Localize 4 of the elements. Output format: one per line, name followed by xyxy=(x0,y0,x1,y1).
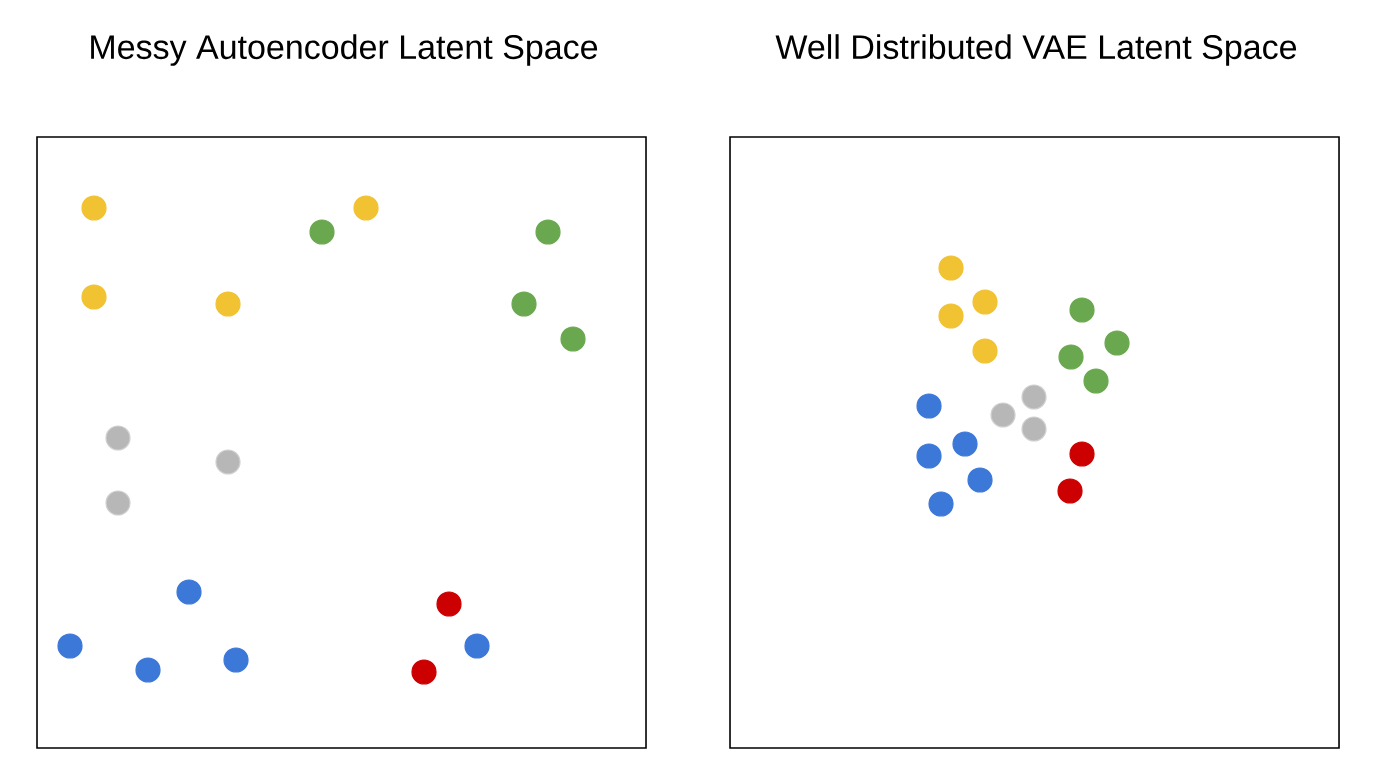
scatter-panel: Messy Autoencoder Latent Space xyxy=(36,34,647,749)
node-label: Well Distributed VAE Latent Space xyxy=(775,34,1297,66)
scatter-panel: Well Distributed VAE Latent Space xyxy=(729,34,1340,749)
node-label: Messy Autoencoder Latent Space xyxy=(91,34,598,66)
